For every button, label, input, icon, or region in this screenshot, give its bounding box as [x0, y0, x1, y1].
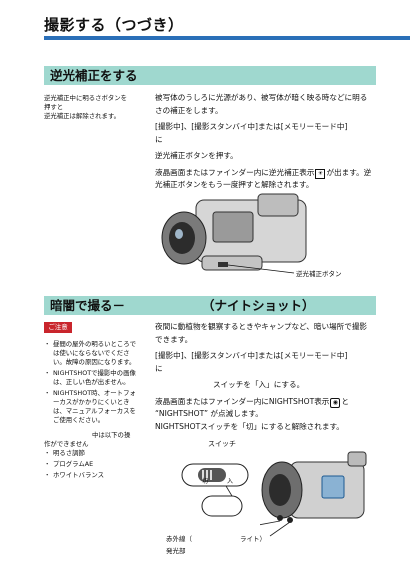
camcorder-illustration-nightshot — [260, 451, 367, 537]
backlight-button-callout: 逆光補正ボタン — [296, 270, 342, 278]
switch-on-label: 入 — [227, 478, 234, 485]
nightshot-indicator-icon: ◉ — [330, 397, 341, 408]
backlight-sidebar-note: 逆光補正中に明るさボタンを 押すと 逆光補正は解除されます。 — [44, 94, 128, 120]
title-rule — [44, 36, 410, 40]
nightshot-caution-notes: 昼間の屋外の明るいところでは使いにならないでください。故障の原因になります。 N… — [44, 340, 142, 482]
switch-label: スイッチ — [208, 440, 236, 448]
light-label: ライト） — [240, 535, 266, 543]
infrared-emitter-label-2: 発光部 — [166, 547, 186, 555]
nightshot-switch-illustration — [181, 463, 249, 517]
page-title: 撮影する（つづき） — [44, 16, 184, 34]
switch-off-label: 切 — [202, 478, 209, 485]
backlight-indicator-icon: ☀ — [315, 168, 326, 179]
camcorder-illustration-backlight — [161, 193, 307, 274]
nightshot-instructions: 夜間に動植物を観察するときやキャンプなど、暗い場所で撮影 できます。 [撮影中]… — [155, 322, 368, 431]
infrared-emitter-label: 赤外線（ — [166, 535, 192, 543]
section-heading-nightshot: 暗闇で撮る－ （ナイトショット） — [44, 296, 376, 315]
caution-badge: ご注意 — [44, 322, 72, 333]
section-heading-backlight: 逆光補正をする — [44, 66, 376, 85]
backlight-instructions: 被写体のうしろに光源があり、被写体が暗く映る時などに明る さの補正をします。 [… — [155, 93, 372, 189]
